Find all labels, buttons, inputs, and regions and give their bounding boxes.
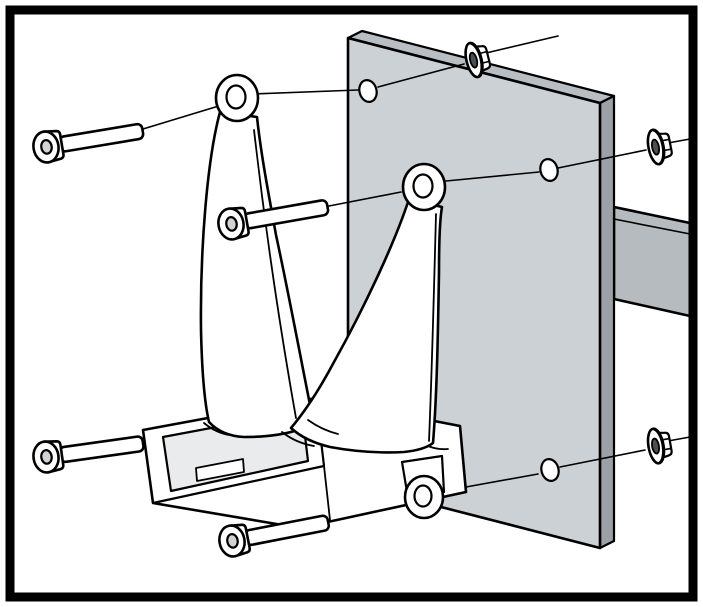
axis-line [667, 138, 691, 144]
axis-line [142, 104, 223, 130]
axis-line [485, 35, 559, 54]
plate-side-edge [598, 94, 616, 550]
plate-hole [358, 79, 378, 103]
plate-hole [539, 158, 559, 182]
axis-line [557, 149, 647, 169]
axis-line [445, 171, 540, 182]
lug-hole [413, 484, 433, 508]
weld-fillet [307, 419, 339, 435]
weld-fillets [203, 419, 449, 451]
weld-fillet [427, 445, 449, 451]
boss-hole [412, 173, 434, 199]
figure-border [5, 5, 698, 602]
beam-top-edge-line [613, 218, 691, 235]
axis-line [328, 191, 402, 207]
weld-fillet [281, 431, 315, 447]
middle-arm-edge-line [331, 213, 405, 367]
axis-line [559, 449, 646, 468]
base-inner-slot [195, 458, 245, 482]
tube-beam [612, 205, 692, 318]
beam-body [612, 205, 692, 318]
axis-line [251, 89, 359, 95]
base-corner-line [323, 465, 331, 521]
upper-boss [214, 73, 260, 123]
bottom-lug [400, 454, 446, 520]
support-bracket [141, 73, 468, 530]
middle-boss [401, 162, 447, 212]
plate-hole [540, 458, 560, 482]
upper-arm-fold-line [253, 129, 297, 419]
axis-line [667, 436, 691, 442]
boss-hole [225, 84, 247, 110]
weld-fillet [203, 422, 231, 436]
middle-arm-fold-line [428, 213, 437, 442]
axis-line [377, 63, 465, 88]
